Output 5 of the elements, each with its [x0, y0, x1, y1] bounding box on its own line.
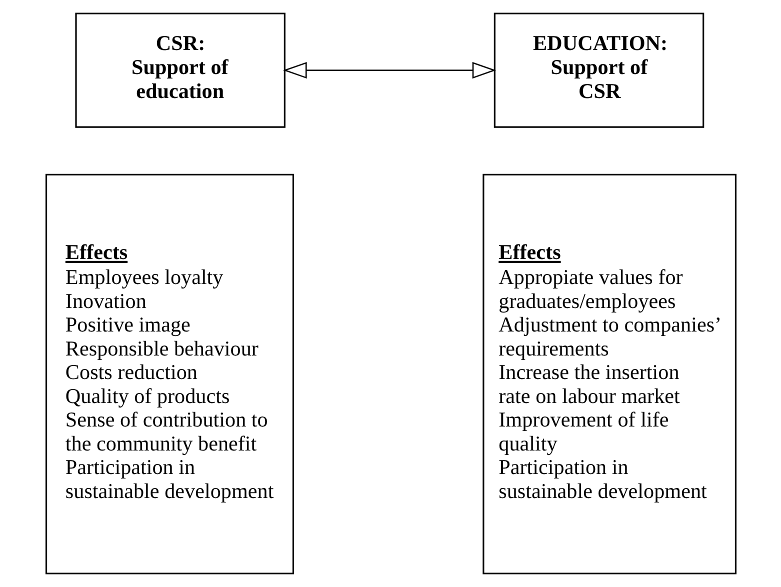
- node-box: Effects Employees loyalty Inovation Positive image Responsible behaviour Costs reduction Quality of products Sense of contribution to the community benefit Participation in sustainable development: [45, 174, 294, 574]
- arrow: [282, 62, 496, 79]
- node-box: CSR: Support of education: [74, 12, 285, 128]
- node-box: Effects Appropiate values for graduates/employees Adjustment to companies’ requirements Increase the insertion rate on labour market Improvement of life quality Participation in sustainable development: [482, 174, 736, 574]
- node-box: EDUCATION: Support of CSR: [493, 12, 704, 128]
